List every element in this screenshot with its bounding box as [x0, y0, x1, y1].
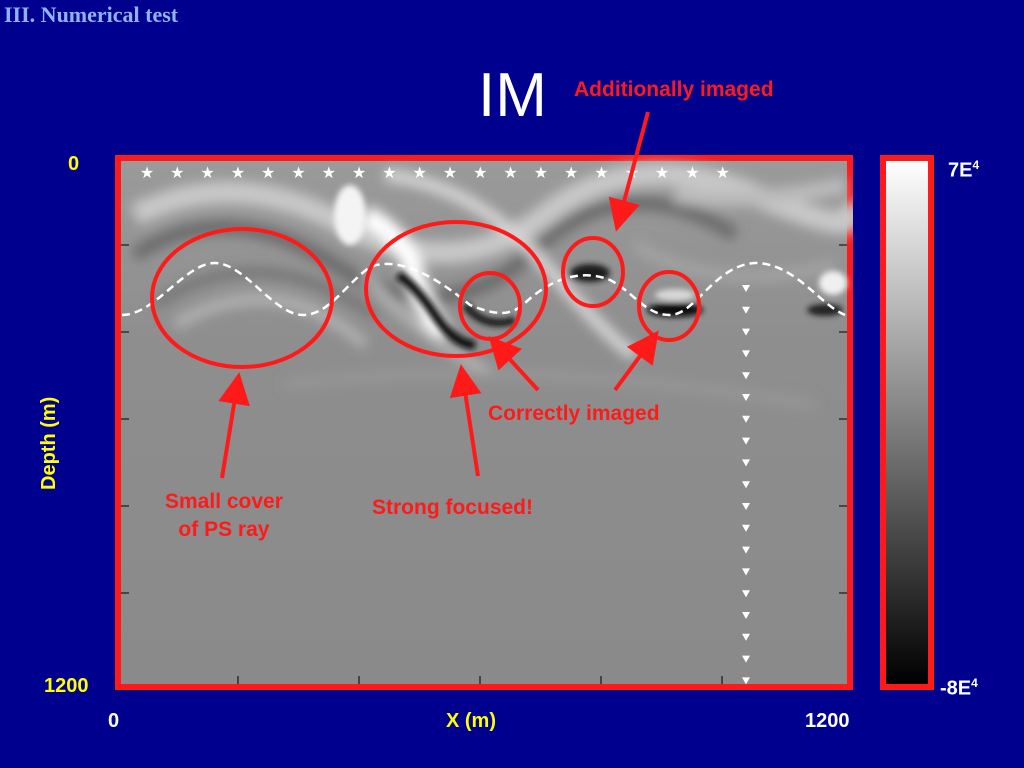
source-star-icon: ★	[322, 163, 336, 182]
colorbar-gradient	[886, 161, 928, 684]
receiver-triangle-icon	[742, 328, 750, 336]
annotation-additionally-imaged: Additionally imaged	[574, 78, 774, 101]
colorbar-min-label: -8E4	[940, 676, 978, 700]
source-star-icon: ★	[655, 163, 669, 182]
receiver-triangle-icon	[742, 285, 750, 292]
receiver-triangle-icon	[742, 437, 750, 445]
receiver-triangle-icon	[742, 633, 750, 641]
x-axis-label: X (m)	[446, 710, 496, 732]
source-star-icon: ★	[564, 163, 578, 182]
source-star-icon: ★	[534, 163, 548, 182]
x-axis-min-label: 0	[108, 710, 120, 732]
source-star-icon: ★	[170, 163, 184, 182]
y-axis-max-label: 1200	[44, 675, 89, 697]
y-axis-min-label: 0	[68, 153, 80, 175]
source-star-icon: ★	[625, 163, 639, 182]
source-star-icon: ★	[443, 163, 457, 182]
source-star-icon: ★	[231, 163, 245, 182]
receiver-triangle-icon	[742, 524, 750, 532]
receiver-triangle-icon	[742, 415, 750, 423]
receiver-triangle-icon	[742, 612, 750, 619]
source-star-icon: ★	[291, 163, 305, 182]
receiver-triangle-icon	[742, 655, 750, 663]
receiver-triangle-icon	[742, 459, 750, 467]
source-star-icon: ★	[473, 163, 487, 182]
migration-image-panel: ★ ★ ★ ★ ★ ★ ★ ★ ★ ★ ★ ★ ★ ★ ★ ★ ★ ★ ★ ★	[115, 155, 853, 690]
receiver-triangle-icon	[742, 481, 750, 489]
annotation-correctly-imaged: Correctly imaged	[488, 402, 660, 425]
source-star-icon: ★	[716, 163, 730, 182]
annotation-small-cover: Small cover of PS ray	[165, 490, 283, 541]
colorbar-max-label: 7E4	[948, 158, 980, 182]
receiver-triangle-icon	[742, 568, 750, 576]
slide-title: III. Numerical test	[4, 2, 179, 27]
receiver-triangle-icon	[742, 350, 750, 358]
axis-ticks	[121, 244, 847, 684]
source-star-icon: ★	[382, 163, 396, 182]
y-axis-label: Depth (m)	[38, 396, 60, 490]
source-stars: ★ ★ ★ ★ ★ ★ ★ ★ ★ ★ ★ ★ ★ ★ ★ ★ ★ ★ ★ ★	[140, 163, 730, 182]
source-star-icon: ★	[261, 163, 275, 182]
receiver-triangle-icon	[742, 372, 750, 380]
source-star-icon: ★	[685, 163, 699, 182]
source-star-icon: ★	[140, 163, 154, 182]
panel-title: IM	[478, 61, 547, 130]
receiver-triangles	[742, 285, 750, 685]
x-axis-max-label: 1200	[805, 710, 850, 732]
source-star-icon: ★	[200, 163, 214, 182]
receiver-triangle-icon	[742, 590, 750, 598]
source-star-icon: ★	[352, 163, 366, 182]
colorbar	[880, 155, 934, 690]
source-star-icon: ★	[594, 163, 608, 182]
receiver-triangle-icon	[742, 546, 750, 554]
annotation-strong-focused: Strong focused!	[372, 496, 533, 519]
source-star-icon: ★	[503, 163, 517, 182]
receiver-triangle-icon	[742, 503, 750, 510]
receiver-triangle-icon	[742, 394, 750, 401]
receiver-triangle-icon	[742, 677, 750, 685]
source-star-icon: ★	[413, 163, 427, 182]
receiver-triangle-icon	[742, 306, 750, 314]
